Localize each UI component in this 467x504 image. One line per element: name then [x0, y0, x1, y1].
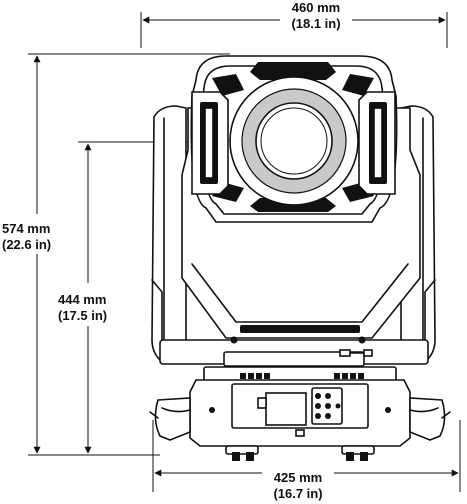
base — [149, 366, 451, 461]
yoke-left-arm — [151, 105, 187, 361]
dimension-head-height: 444 mm (17.5 in) — [58, 141, 250, 454]
dimension-top-width: 460 mm (18.1 in) — [140, 0, 448, 48]
front-lens — [229, 76, 359, 206]
usb-port — [257, 397, 267, 409]
top-width-mm: 460 mm — [292, 0, 340, 15]
base-right-handle — [409, 397, 446, 441]
dimension-base-width: 425 mm (16.7 in) — [152, 420, 461, 501]
head-side-handles — [191, 91, 396, 195]
top-width-in: (18.1 in) — [291, 16, 340, 31]
control-buttons — [311, 387, 343, 425]
base-left-handle — [154, 397, 191, 441]
yoke — [151, 105, 436, 367]
head-height-in: (17.5 in) — [58, 308, 107, 323]
total-height-mm: 574 mm — [2, 221, 50, 236]
total-height-in: (22.6 in) — [2, 237, 51, 252]
head-height-mm: 444 mm — [58, 292, 106, 307]
base-width-mm: 425 mm — [274, 470, 322, 485]
base-feet — [225, 445, 375, 461]
display-screen — [265, 392, 307, 426]
dimension-total-height: 574 mm (22.6 in) — [2, 53, 230, 456]
base-width-in: (16.7 in) — [273, 486, 322, 501]
tilt-lock-icon — [339, 349, 373, 357]
